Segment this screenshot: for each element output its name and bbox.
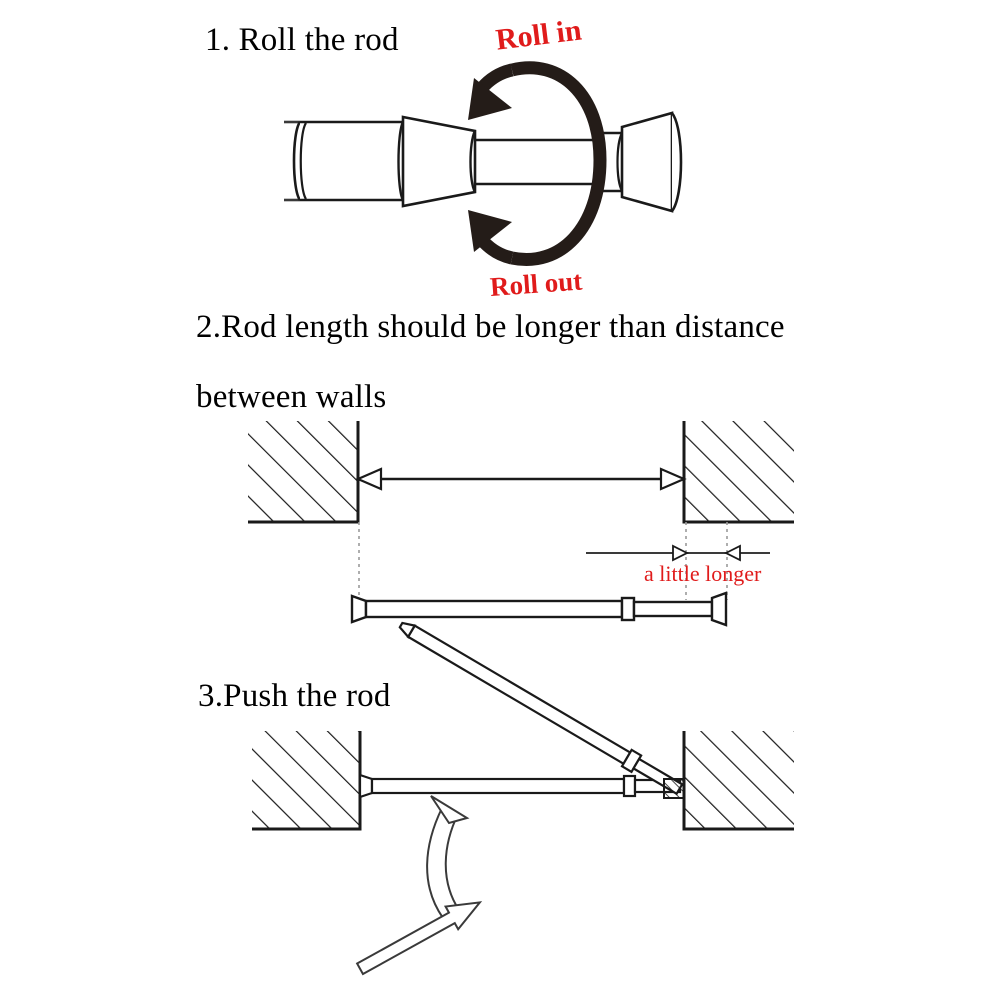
step-2-left-wall xyxy=(248,421,360,524)
roll-out-label: Roll out xyxy=(489,265,584,302)
step-3-diagonal-rod xyxy=(398,621,684,796)
step-1-heading: 1. Roll the rod xyxy=(205,22,399,58)
step-2-heading-line-2: between walls xyxy=(196,379,387,415)
step-2-heading-line-1: 2.Rod length should be longer than dista… xyxy=(196,309,785,345)
lift-curved-arrow xyxy=(426,795,470,920)
step-3-right-wall xyxy=(682,731,794,831)
step-3-left-wall xyxy=(252,731,362,831)
rotation-loop-arrow xyxy=(468,61,607,266)
push-straight-arrow xyxy=(355,901,483,976)
pivot-block xyxy=(663,778,685,799)
step-2-right-wall xyxy=(682,421,794,524)
step-3-heading: 3.Push the rod xyxy=(198,678,391,714)
step-2-rod xyxy=(350,591,728,627)
roll-in-label: Roll in xyxy=(494,13,584,57)
a-little-longer-label: a little longer xyxy=(644,561,762,586)
step-1-rod-assembly xyxy=(284,111,683,213)
step-3-horizontal-rod xyxy=(358,773,682,799)
wall-distance-dimension xyxy=(355,467,687,491)
overhang-dimension xyxy=(586,544,770,562)
